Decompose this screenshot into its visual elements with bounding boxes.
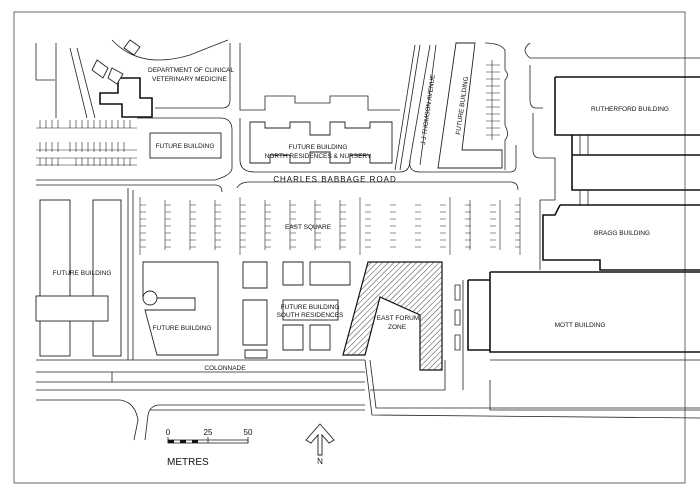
label-bragg: BRAGG BUILDING: [594, 230, 650, 237]
scale-bar: 0 25 50 METRES: [166, 428, 253, 468]
future-building-w-a: [39, 199, 71, 357]
north-arrow-icon: N: [305, 423, 335, 466]
north-residences: [249, 121, 393, 164]
south-residences: [282, 299, 339, 321]
label-future-building-w: FUTURE BUILDING: [53, 270, 112, 277]
vet-medicine-building: [99, 77, 153, 118]
label-east-forum-2: ZONE: [388, 324, 407, 331]
future-building-w-b: [92, 199, 122, 357]
label-future-building-nw: FUTURE BUILDING: [156, 143, 215, 150]
parking-bays: [36, 60, 521, 255]
mott-building: [467, 271, 700, 353]
east-forum-zone: [342, 261, 443, 371]
label-rutherford: RUTHERFORD BUILDING: [591, 106, 669, 113]
label-north-res-2: NORTH RESIDENCES & NURSERY: [265, 153, 372, 160]
label-vet-1: DEPARTMENT OF CLINICAL: [148, 67, 234, 74]
rutherford-building: [554, 76, 700, 191]
label-vet-2: VETERINARY MEDICINE: [152, 76, 228, 83]
scale-unit: METRES: [167, 457, 209, 468]
bragg-building: [542, 204, 700, 271]
label-east-square: EAST SQUARE: [285, 224, 332, 231]
scale-tick-50: 50: [244, 428, 253, 437]
label-colonnade: COLONNADE: [204, 365, 246, 372]
future-building-ne: [437, 42, 503, 169]
road-network: [35, 39, 700, 441]
label-east-forum-1: EAST FORUM: [377, 315, 420, 322]
label-south-res-2: SOUTH RESIDENCES: [277, 312, 344, 319]
label-mott: MOTT BUILDING: [555, 322, 606, 329]
north-label: N: [317, 457, 323, 466]
future-building-nw: [149, 132, 222, 159]
future-building-sw: [142, 261, 219, 356]
label-charles-babbage-road: CHARLES BABBAGE ROAD: [273, 175, 397, 184]
label-jj-thomson-avenue: J J THOMSON AVENUE: [420, 73, 437, 145]
label-south-res-1: FUTURE BUILDING: [281, 304, 340, 311]
scale-tick-0: 0: [166, 428, 171, 437]
label-future-building-sw: FUTURE BUILDING: [153, 325, 212, 332]
buildings: [35, 39, 700, 371]
label-north-res-1: FUTURE BUILDING: [289, 144, 348, 151]
map-frame: [13, 11, 686, 484]
scale-tick-25: 25: [204, 428, 213, 437]
